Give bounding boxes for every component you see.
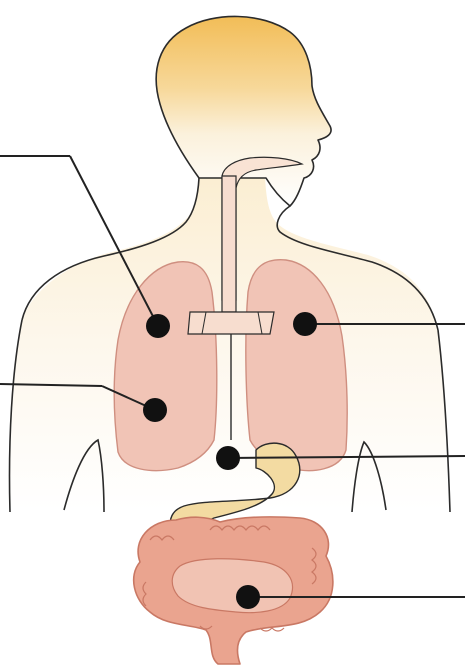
marker-left-lower-lung[interactable] [143,398,167,422]
marker-intestine[interactable] [236,585,260,609]
marker-left-upper-lung[interactable] [146,314,170,338]
marker-right-lung[interactable] [293,312,317,336]
marker-diaphragm[interactable] [216,446,240,470]
trachea [222,176,236,312]
